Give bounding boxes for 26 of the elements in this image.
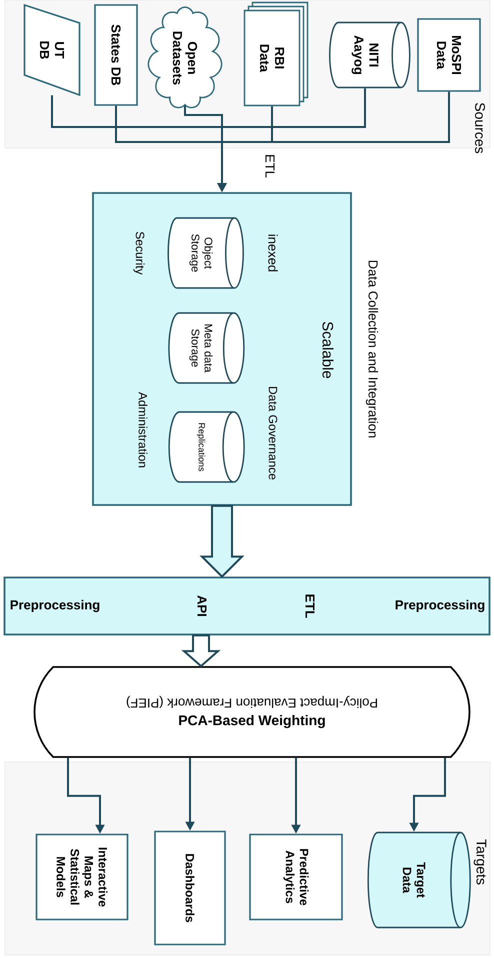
panel-title: Data Collection and Integration [366, 260, 378, 438]
panel-label: Data Governance [268, 386, 278, 480]
band-label: Preprocessing [396, 600, 484, 612]
storage-cylinder: Meta data Storage [168, 312, 245, 384]
panel-label: Scalable [322, 322, 334, 378]
band-label: Preprocessing [10, 600, 100, 612]
database-cylinder: Target Data [367, 832, 471, 928]
storage-cylinder: Object Storage [168, 217, 244, 289]
panel-label: inexed [268, 234, 278, 272]
document-stack: RBI Data [244, 2, 308, 106]
source-box: MoSPI Data [417, 18, 481, 92]
output-box: Predictive Analytics [249, 834, 343, 920]
panel-label: Administration [138, 392, 148, 468]
block-arrow [200, 504, 244, 578]
panel-label: Security [133, 232, 145, 275]
section-label: Targets [474, 839, 486, 884]
flow-label: ETL [266, 155, 274, 178]
storage-cylinder: Replications [168, 411, 245, 483]
output-box: Interactive Maps & Statistical Models [36, 834, 128, 920]
band-label: API [198, 596, 206, 616]
database-cylinder: NITI Aayog [329, 22, 410, 88]
band-label: ETL [306, 594, 314, 618]
block-arrow [181, 634, 221, 668]
source-box: States DB [94, 4, 138, 106]
output-box: Dashboards [154, 830, 226, 946]
section-label: Sources [475, 102, 485, 154]
